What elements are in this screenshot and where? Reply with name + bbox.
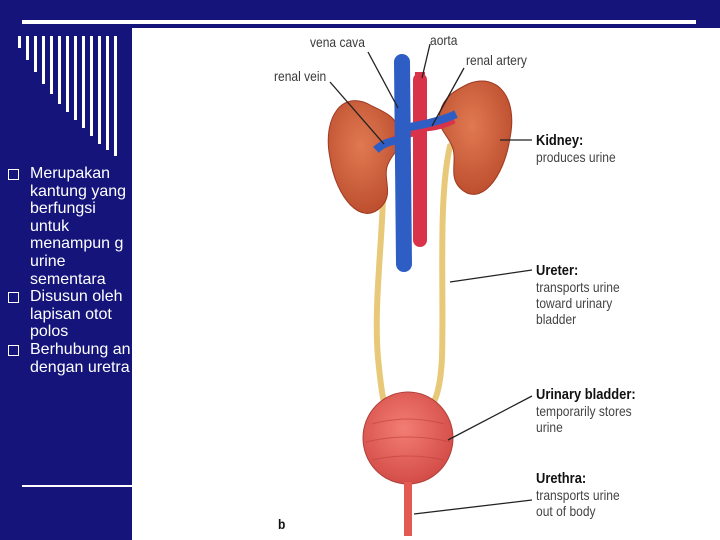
leader-lines — [329, 43, 533, 515]
urethra-desc-1: transports urine — [536, 487, 620, 503]
aorta-label: aorta — [430, 32, 458, 48]
renal-vein-label: renal vein — [274, 68, 327, 84]
bullet-box-icon — [8, 344, 19, 356]
right-ureter — [421, 143, 453, 417]
urethra-desc-2: out of body — [536, 503, 596, 519]
urethra-callout: Urethra: transports urine out of body — [536, 470, 620, 519]
bladder-callout: Urinary bladder: temporarily stores urin… — [536, 386, 636, 435]
bullet-text: Merupakan kantung yang berfungsi untuk m… — [30, 165, 127, 288]
kidney-title: Kidney: — [536, 132, 584, 149]
bullet-item: Berhubung an dengan uretra — [8, 341, 132, 376]
renal-vein-left — [373, 136, 405, 153]
ureter-desc-2: toward urinary — [536, 295, 613, 311]
bladder-desc-2: urine — [536, 419, 563, 435]
ureter-title: Ureter: — [536, 262, 579, 279]
right-kidney — [438, 80, 513, 195]
bladder-desc-1: temporarily stores — [536, 403, 632, 419]
renal-artery-label: renal artery — [466, 52, 527, 68]
kidney-callout: Kidney: produces urine — [536, 132, 616, 165]
ureter-callout: Ureter: transports urine toward urinary … — [536, 262, 620, 327]
ureter-desc-1: transports urine — [536, 279, 620, 295]
panel-letter: b — [278, 516, 286, 532]
urinary-system-figure: vena cava aorta renal vein renal artery … — [132, 28, 720, 540]
bullet-item: Disusun oleh lapisan otot polos — [8, 288, 132, 341]
decorative-bars — [18, 36, 132, 156]
bullet-text: Disusun oleh lapisan otot polos — [30, 288, 123, 341]
vena-cava-label: vena cava — [310, 34, 365, 50]
vena-cava — [394, 54, 412, 272]
urinary-bladder — [362, 391, 454, 485]
urethra-title: Urethra: — [536, 470, 587, 487]
ureter-desc-3: bladder — [536, 311, 577, 327]
bullet-box-icon — [8, 292, 19, 304]
bullet-item: Merupakan kantung yang berfungsi untuk m… — [8, 165, 132, 288]
bullet-box-icon — [8, 169, 19, 180]
kidney-desc: produces urine — [536, 149, 616, 165]
bladder-title: Urinary bladder: — [536, 386, 636, 403]
bullet-list: Merupakan kantung yang berfungsi untuk m… — [8, 165, 132, 376]
left-kidney — [327, 100, 402, 214]
urinary-system-illustration — [327, 43, 533, 536]
footer-rule — [22, 485, 134, 487]
bullet-text: Berhubung an dengan uretra — [30, 340, 131, 376]
title-rule — [22, 20, 696, 24]
